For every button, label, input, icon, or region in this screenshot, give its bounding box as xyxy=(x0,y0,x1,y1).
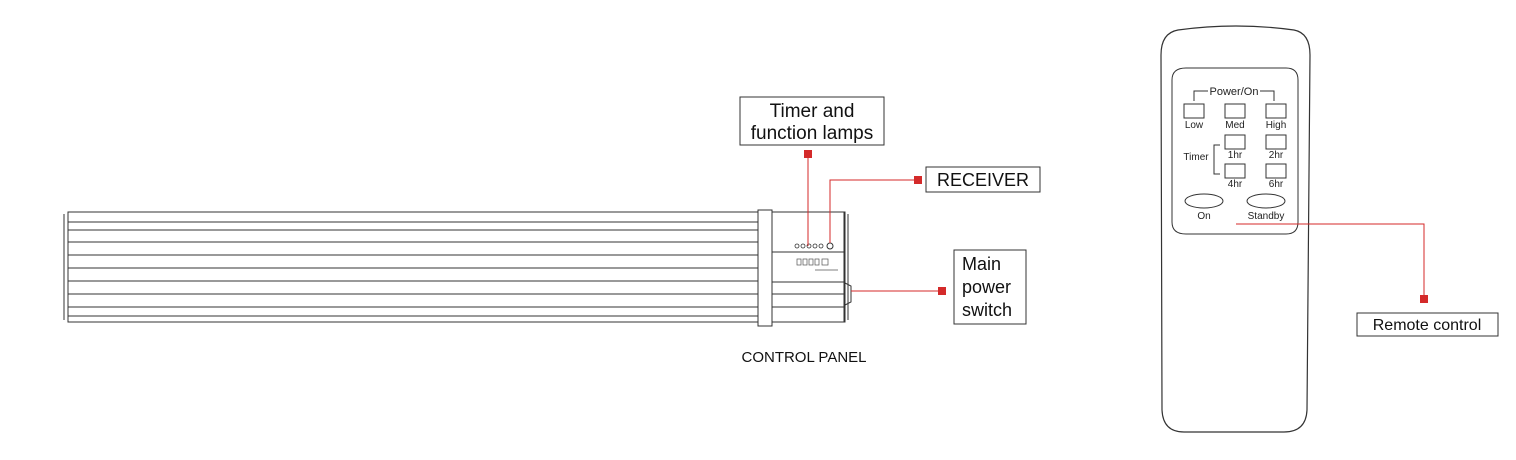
med-button[interactable] xyxy=(1224,103,1246,119)
timer-4hr-label: 4hr xyxy=(1228,179,1243,190)
standby-label: Standby xyxy=(1248,211,1285,222)
high-label: High xyxy=(1266,120,1287,131)
standby-button[interactable] xyxy=(1246,193,1286,209)
timer-lamps-label-line2: function lamps xyxy=(751,123,874,144)
timer-1hr-button[interactable] xyxy=(1224,134,1246,150)
low-button[interactable] xyxy=(1183,103,1205,119)
remote-control-label: Remote control xyxy=(1373,317,1482,334)
power-group-label: Power/On xyxy=(1210,86,1259,98)
timer-6hr-label: 6hr xyxy=(1269,179,1284,190)
timer-lamps-leader: Timer and function lamps xyxy=(739,96,885,246)
low-label: Low xyxy=(1185,120,1204,131)
panel-markings xyxy=(796,258,838,271)
timer-1hr-label: 1hr xyxy=(1228,150,1243,161)
timer-6hr-button[interactable] xyxy=(1265,163,1287,179)
on-button[interactable] xyxy=(1184,193,1224,209)
timer-2hr-label: 2hr xyxy=(1269,150,1284,161)
high-button[interactable] xyxy=(1265,103,1287,119)
on-label: On xyxy=(1197,211,1210,222)
control-panel-caption: CONTROL PANEL xyxy=(741,349,866,366)
power-group-bracket xyxy=(1193,90,1275,101)
main-switch-label-line2: power xyxy=(962,277,1011,297)
heater-body xyxy=(63,209,852,327)
receiver-leader: RECEIVER xyxy=(829,166,1041,243)
timer-lamps-label-line1: Timer and xyxy=(770,101,855,122)
timer-group-label: Timer xyxy=(1183,152,1209,163)
timer-4hr-button[interactable] xyxy=(1224,163,1246,179)
main-switch-label-line3: switch xyxy=(962,300,1012,320)
remote-control-leader: Remote control xyxy=(1236,223,1499,337)
timer-group-bracket xyxy=(1213,144,1220,175)
timer-2hr-button[interactable] xyxy=(1265,134,1287,150)
med-label: Med xyxy=(1225,120,1244,131)
timer-lamps xyxy=(794,243,824,249)
main-switch-label-line1: Main xyxy=(962,254,1001,274)
receiver-label: RECEIVER xyxy=(937,170,1029,190)
main-switch-leader: Main power switch xyxy=(851,249,1027,325)
